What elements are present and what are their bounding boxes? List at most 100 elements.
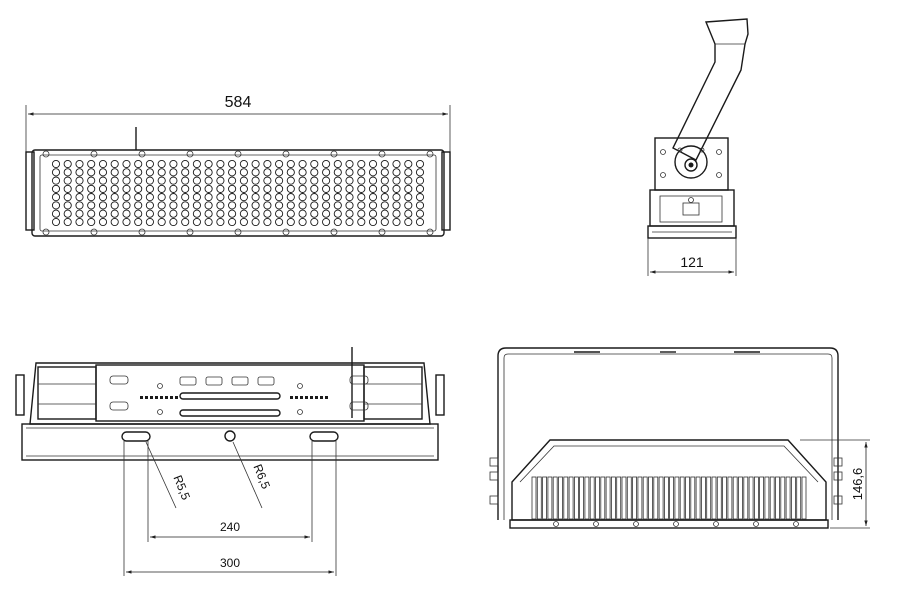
heatsink-fins [531, 476, 807, 520]
heatsink-fin [595, 476, 600, 520]
led [192, 168, 201, 177]
led [204, 201, 213, 210]
led [75, 184, 84, 193]
heatsink-fin [780, 476, 786, 520]
led [122, 184, 131, 193]
led [310, 184, 319, 193]
rear-side-bracket-right [435, 374, 445, 416]
led [204, 168, 213, 177]
led [87, 168, 96, 177]
led [322, 209, 331, 218]
heatsink-fin [531, 476, 537, 520]
screw [186, 228, 194, 236]
rear-marker [310, 396, 313, 399]
rear-marker [300, 396, 303, 399]
rear-marker [305, 396, 308, 399]
led [110, 193, 119, 202]
side-elevation-view: 146,6 [489, 347, 870, 529]
led [380, 184, 389, 193]
led [87, 176, 96, 185]
side-screw [716, 149, 722, 155]
led [333, 217, 342, 227]
led [333, 184, 342, 193]
heatsink-fin [574, 476, 579, 520]
led [169, 184, 178, 193]
led [298, 193, 307, 202]
elevation-lens [509, 519, 829, 529]
led [251, 201, 260, 210]
led [63, 201, 72, 210]
led [345, 201, 354, 210]
bracket-bolt [833, 471, 843, 481]
lens-screw [633, 521, 639, 527]
led [75, 193, 84, 202]
heatsink-fin [754, 476, 759, 520]
heatsink-fin [616, 476, 622, 520]
side-connector [682, 202, 700, 216]
heatsink-fin [563, 476, 569, 520]
led [75, 201, 84, 210]
led [87, 184, 96, 193]
heatsink-fin [558, 476, 563, 520]
led [98, 176, 108, 185]
lens-screw [593, 521, 599, 527]
led [192, 159, 201, 169]
heatsink-fin [642, 476, 648, 520]
pivot-plate [674, 145, 708, 179]
led [239, 193, 248, 202]
led [333, 168, 342, 177]
side-housing-lower [649, 189, 735, 227]
led [216, 168, 225, 177]
bracket-bolt [489, 457, 499, 467]
led [263, 184, 272, 193]
heatsink-fin [732, 476, 738, 520]
front-housing [31, 149, 445, 237]
heatsink-fin [722, 476, 727, 520]
led [357, 184, 366, 193]
heatsink-fin [711, 476, 717, 520]
led [204, 217, 213, 227]
led [51, 201, 61, 210]
led [415, 193, 425, 202]
elevation-bolts [489, 457, 843, 527]
screw [330, 150, 338, 158]
led [392, 193, 401, 202]
led [357, 201, 366, 210]
led [310, 201, 319, 210]
elevation-housing-inner [519, 445, 819, 483]
led [169, 176, 178, 185]
heatsink-fin [552, 476, 558, 520]
pivot-center [688, 162, 694, 168]
led [63, 209, 72, 218]
led [286, 184, 295, 193]
led [380, 176, 389, 185]
led [322, 159, 331, 169]
pivot-bolt [684, 158, 698, 172]
led [392, 184, 401, 193]
rear-clip [109, 401, 129, 411]
led [98, 193, 108, 202]
rear-view: R5,5 R6,5 240 300 [15, 347, 445, 576]
led [122, 168, 131, 177]
led [169, 209, 178, 218]
heatsink-fin [791, 476, 796, 520]
heatsink-fin [626, 476, 632, 520]
led [415, 168, 425, 177]
led [181, 209, 190, 218]
front-lens-frame [39, 154, 437, 232]
led [275, 193, 284, 202]
led [228, 217, 237, 227]
rear-panel-right [363, 366, 423, 420]
led [239, 168, 248, 177]
led [404, 217, 413, 227]
led [239, 159, 248, 169]
led-array [51, 159, 425, 227]
led [415, 209, 425, 218]
led [333, 193, 342, 202]
rear-clip [109, 375, 129, 385]
led [404, 193, 413, 202]
heatsink-fin [679, 476, 685, 520]
led [368, 217, 378, 227]
led [122, 201, 131, 210]
led [275, 168, 284, 177]
